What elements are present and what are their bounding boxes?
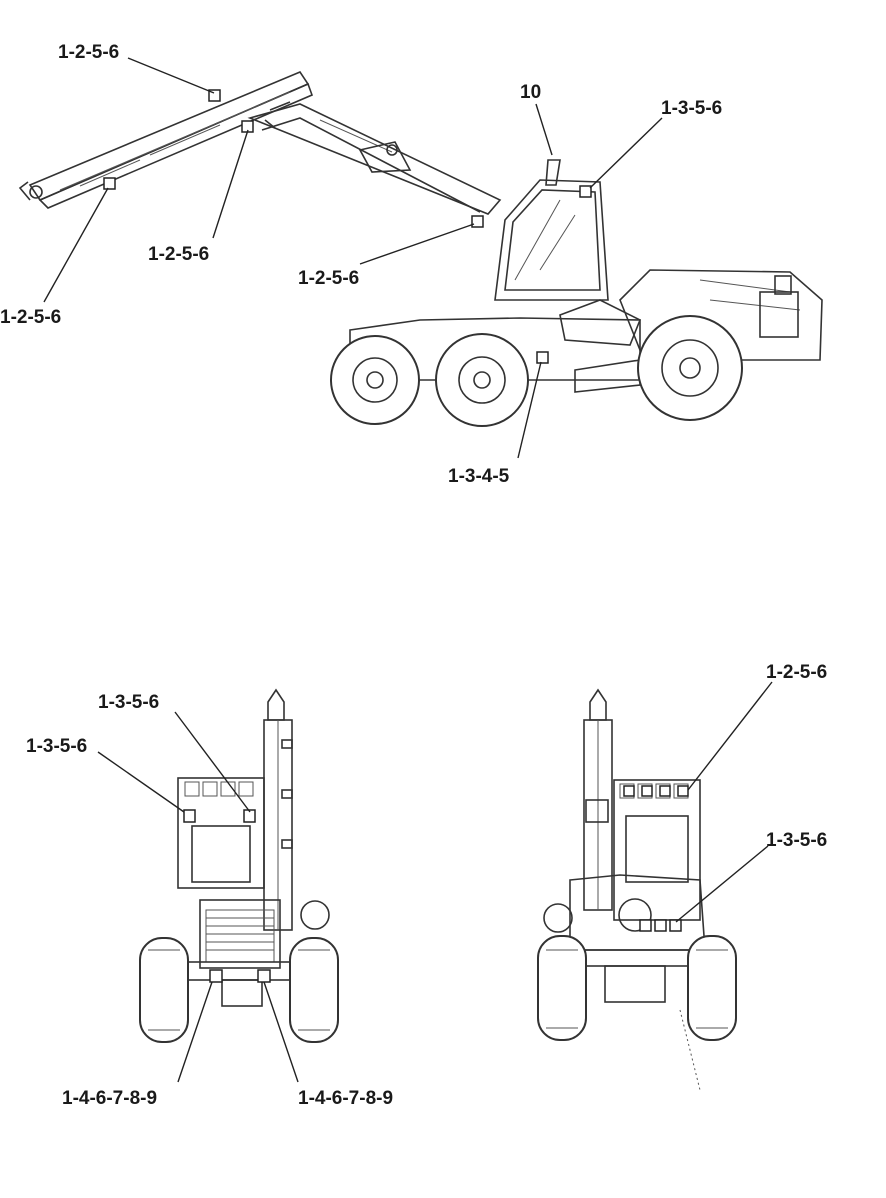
label-cab-top-right: 1-3-5-6: [661, 98, 722, 119]
front-labels: 1-3-5-6 1-3-5-6 1-4-6-7-8-9 1-4-6-7-8-9: [26, 692, 393, 1109]
lamp-rear-roof-1: [623, 785, 635, 797]
front-view-machine: [139, 688, 339, 1043]
rear-cab: [613, 779, 701, 921]
lamp-front-bumper-right: [257, 969, 271, 983]
label-front-cab-left: 1-3-5-6: [26, 736, 87, 757]
lamp-rear-roof-3: [659, 785, 671, 797]
label-boom-top: 1-2-5-6: [58, 42, 119, 63]
front-boom-column: [263, 688, 330, 931]
label-front-bumper-left: 1-4-6-7-8-9: [62, 1088, 157, 1109]
rear-leaders: [675, 681, 773, 923]
label-rear-roof-rail: 1-2-5-6: [766, 662, 827, 683]
side-lamps: [103, 89, 592, 364]
label-rear-cluster: 1-3-5-6: [766, 830, 827, 851]
lamp-boom-cylinder-marker: [471, 215, 484, 228]
lamp-frame-marker: [536, 351, 549, 364]
label-front-cab-roof: 1-3-5-6: [98, 692, 159, 713]
lamp-rear-roof-2: [641, 785, 653, 797]
label-frame-lower: 1-3-4-5: [448, 466, 510, 487]
label-crane-tip: 1-2-5-6: [0, 307, 61, 328]
rear-boom-column: [583, 688, 613, 911]
label-front-bumper-right: 1-4-6-7-8-9: [298, 1088, 393, 1109]
side-labels: 1-2-5-6 10 1-3-5-6 1-2-5-6 1-2-5-6 1-2-5…: [0, 42, 722, 487]
label-work-light-number: 10: [520, 82, 541, 103]
lamp-front-cab-left: [183, 809, 196, 823]
front-tyres: [139, 937, 339, 1043]
lamp-rear-cluster-2: [654, 919, 667, 932]
front-cab: [177, 777, 265, 889]
label-boom-mid: 1-2-5-6: [148, 244, 209, 265]
crane-boom: [18, 71, 314, 209]
side-wheels: [330, 315, 743, 427]
side-leaders: [43, 57, 663, 459]
lamp-rear-roof-4: [677, 785, 689, 797]
lamp-rear-cluster-1: [639, 919, 652, 932]
chassis: [349, 269, 823, 393]
main-boom: [247, 101, 502, 215]
lamp-front-bumper-left: [209, 969, 223, 983]
front-lamps: [183, 809, 271, 983]
front-leaders: [97, 711, 299, 1083]
side-view-machine: [18, 71, 823, 427]
cab: [494, 159, 609, 301]
lamp-boom-top-marker: [208, 89, 221, 102]
rear-labels: 1-2-5-6 1-3-5-6: [766, 662, 827, 851]
rear-lamps: [623, 785, 689, 932]
label-boom-cylinder: 1-2-5-6: [298, 268, 359, 289]
lamp-rear-cluster-3: [669, 919, 682, 932]
lamp-cab-top-marker: [579, 185, 592, 198]
lamp-front-cab-right: [243, 809, 256, 823]
rear-view-machine: [537, 688, 737, 1091]
lamp-crane-tip-marker: [103, 177, 116, 190]
rear-tyres: [537, 935, 737, 1041]
